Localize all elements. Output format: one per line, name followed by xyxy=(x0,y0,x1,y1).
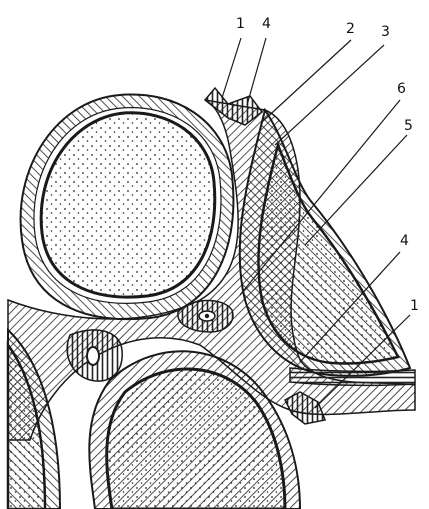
cell-upper-left xyxy=(21,94,234,319)
label-5: 5 xyxy=(404,118,413,134)
label-1-right: 1 xyxy=(410,298,419,314)
label-6: 6 xyxy=(397,81,406,97)
label-4-right: 4 xyxy=(400,233,409,249)
junction-top xyxy=(205,88,262,125)
label-2: 2 xyxy=(346,21,355,37)
label-1-top: 1 xyxy=(236,16,245,32)
label-4-top: 4 xyxy=(262,16,271,32)
intercellular-space-center xyxy=(178,300,233,332)
cell-right xyxy=(240,110,410,376)
label-3: 3 xyxy=(381,24,390,40)
intercellular-space-left xyxy=(67,330,122,381)
